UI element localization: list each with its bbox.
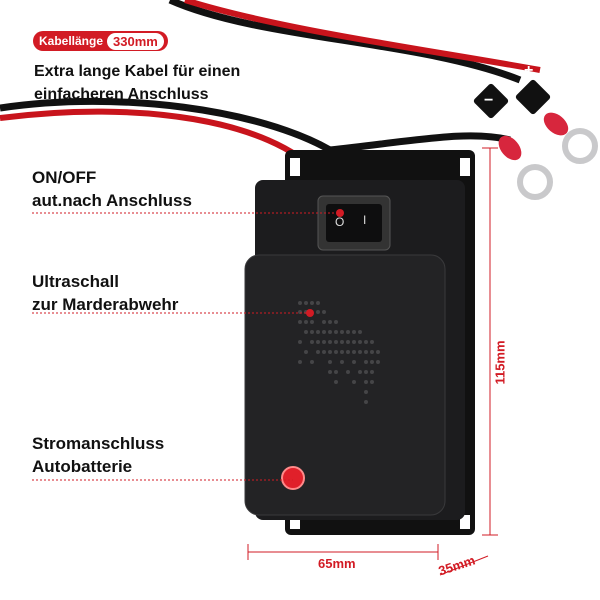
dimension-width: 65mm (318, 556, 356, 571)
device-front-panel (244, 254, 446, 516)
power-led (281, 466, 305, 490)
cable-length-value: 330mm (107, 32, 164, 50)
feature-on-off: ON/OFF aut.nach Anschluss (32, 168, 192, 210)
plus-symbol: + (524, 62, 534, 79)
dimension-height: 115mm (492, 340, 508, 385)
on-off-switch[interactable] (317, 195, 391, 251)
dimension-lines (247, 147, 498, 576)
feature-power: Stromanschluss Autobatterie (32, 434, 165, 476)
cable-length-label: Kabellänge (39, 34, 104, 48)
feature-cable: Extra lange Kabel für einen einfacheren … (34, 63, 241, 103)
black-cable-lower (0, 97, 511, 154)
speaker-grille (298, 301, 380, 404)
red-cable-upper (184, 0, 541, 73)
minus-symbol: − (484, 92, 494, 109)
ring-terminal-positive (515, 79, 598, 164)
ring-terminal-negative (473, 83, 553, 200)
callout-lines (32, 212, 340, 481)
feature-ultrasound: Ultraschall zur Marderabwehr (32, 272, 179, 314)
callout-dot-switch (336, 209, 344, 217)
cable-length-badge: Kabellänge 330mm (33, 31, 168, 51)
callout-dot-grille (306, 309, 314, 317)
switch-off-glyph: O (335, 215, 345, 229)
switch-on-glyph: I (363, 213, 367, 227)
black-cable (168, 0, 522, 84)
